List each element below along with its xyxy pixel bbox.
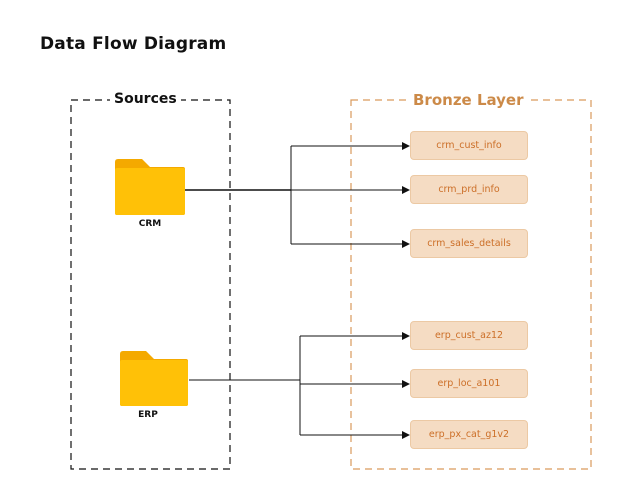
sources-group-label: Sources <box>110 91 181 107</box>
diagram-title: Data Flow Diagram <box>40 34 227 54</box>
source-label-crm: CRM <box>138 219 162 229</box>
table-node-crm-sales-details: crm_sales_details <box>410 229 528 258</box>
source-label-erp: ERP <box>138 410 158 420</box>
bronze-group-label: Bronze Layer <box>409 91 528 109</box>
table-node-erp-px-cat-g1v2: erp_px_cat_g1v2 <box>410 420 528 449</box>
table-node-erp-loc-a101: erp_loc_a101 <box>410 369 528 398</box>
table-node-crm-cust-info: crm_cust_info <box>410 131 528 160</box>
table-node-erp-cust-az12: erp_cust_az12 <box>410 321 528 350</box>
folder-icon <box>115 159 185 215</box>
folder-icon <box>120 351 188 406</box>
erp-connectors <box>189 332 410 439</box>
table-node-crm-prd-info: crm_prd_info <box>410 175 528 204</box>
crm-connectors <box>185 142 410 248</box>
